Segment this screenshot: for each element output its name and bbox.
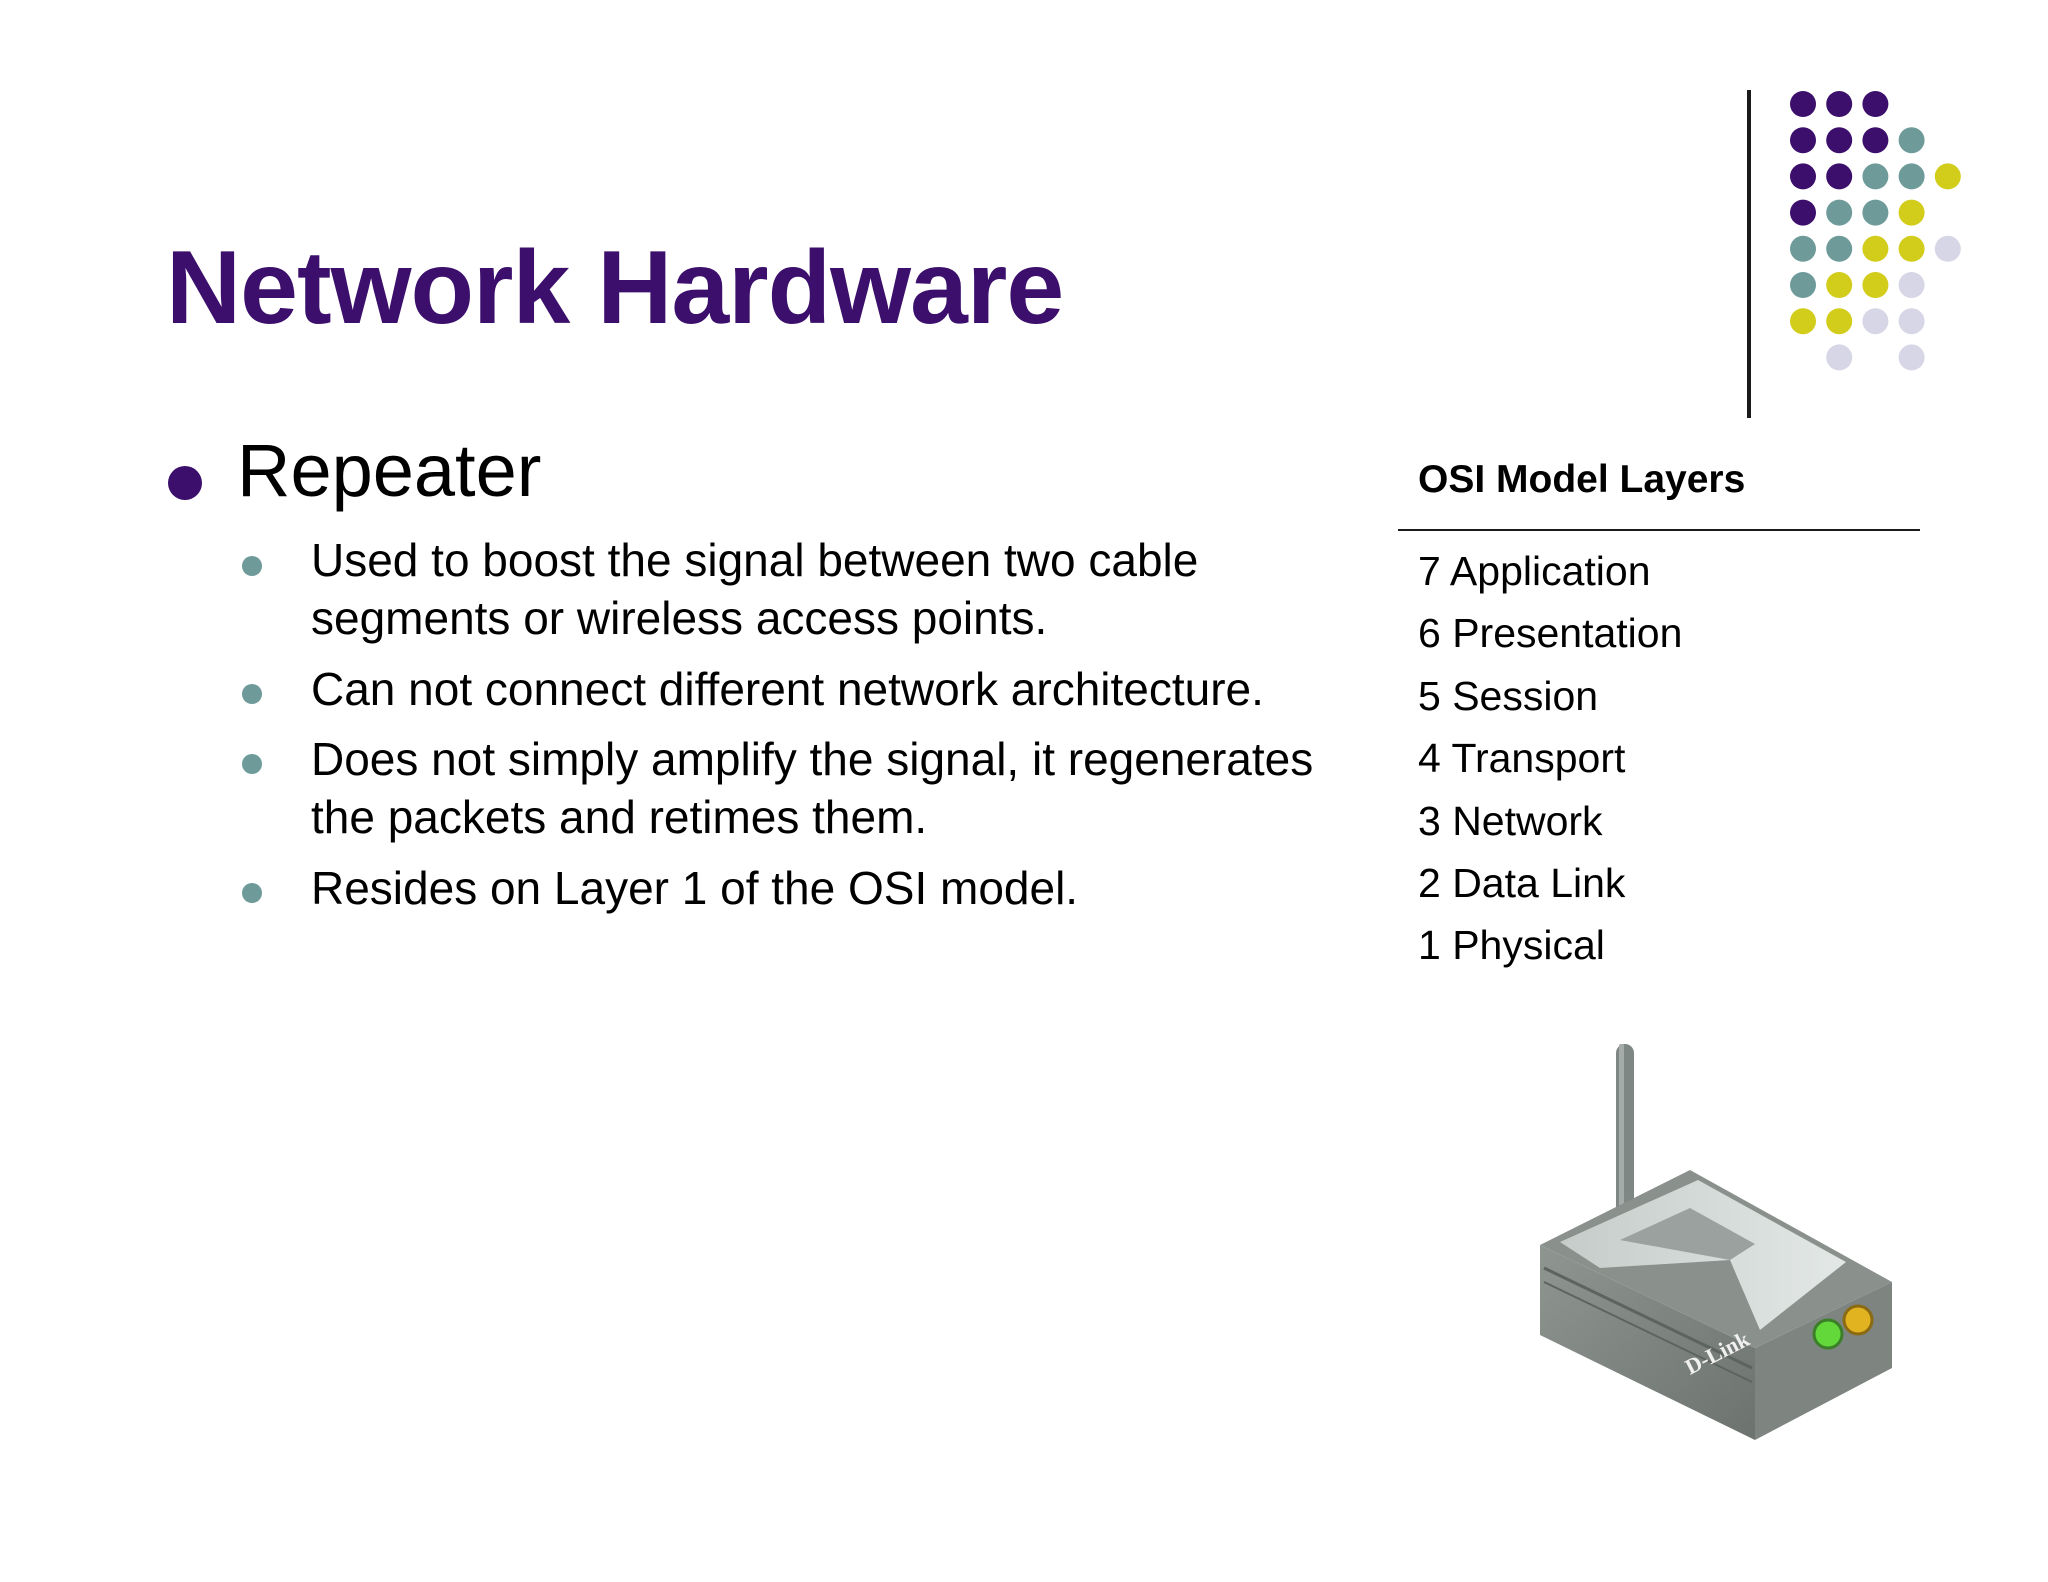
- vertical-divider: [1747, 90, 1751, 418]
- sub-bullet-dot: [242, 556, 262, 576]
- decorative-dot: [1862, 91, 1889, 117]
- osi-layer-item: 7 Application: [1418, 548, 1651, 594]
- sub-bullet-text: Does not simply amplify the signal, it r…: [311, 733, 1314, 843]
- decorative-dot: [1898, 308, 1925, 335]
- decorative-dot: [1934, 163, 1961, 190]
- osi-layer-list: 7 Application 6 Presentation 5 Session 4…: [1418, 540, 1682, 977]
- decorative-dot: [1790, 91, 1816, 117]
- osi-table-rule: [1398, 529, 1920, 531]
- decorative-dot: [1898, 272, 1925, 298]
- slide-title: Network Hardware: [166, 230, 1064, 346]
- decorative-dot: [1826, 235, 1853, 262]
- sub-bullet-dot: [242, 883, 262, 903]
- sub-bullet-text: Can not connect different network archit…: [311, 663, 1264, 715]
- osi-layer-item: 2 Data Link: [1418, 860, 1626, 907]
- osi-layer-item: 1 Physical: [1418, 922, 1605, 969]
- decorative-dot: [1898, 127, 1925, 154]
- decorative-dot: [1790, 272, 1816, 298]
- osi-layer-item: 3 Network: [1418, 797, 1603, 844]
- decorative-dot: [1826, 127, 1853, 154]
- decorative-dot: [1898, 344, 1925, 371]
- osi-layer-item: 5 Session: [1418, 672, 1599, 719]
- osi-table-title: OSI Model Layers: [1418, 458, 1746, 501]
- main-bullet-dot: [168, 466, 202, 500]
- sub-bullet-dot: [242, 754, 262, 774]
- decorative-dot: [1826, 91, 1853, 117]
- decorative-dot: [1862, 272, 1889, 298]
- decorative-dot: [1898, 235, 1925, 262]
- sub-bullet-text: Resides on Layer 1 of the OSI model.: [311, 862, 1079, 914]
- osi-layer-item: 4 Transport: [1418, 735, 1626, 782]
- main-bullet-text: Repeater: [237, 429, 542, 512]
- decorative-dot: [1934, 235, 1961, 262]
- decorative-dot: [1826, 308, 1853, 335]
- decorative-dot: [1898, 163, 1925, 190]
- decorative-dot: [1790, 308, 1816, 335]
- decorative-dot: [1826, 272, 1853, 298]
- decorative-dot: [1826, 199, 1853, 226]
- sub-bullet-dot: [242, 684, 262, 704]
- decorative-dot: [1790, 127, 1816, 154]
- decorative-dot-grid: [1790, 91, 1961, 371]
- decorative-dot: [1790, 235, 1816, 262]
- decorative-dot: [1862, 163, 1889, 190]
- decorative-dot: [1826, 163, 1853, 190]
- decorative-dot: [1862, 308, 1889, 335]
- osi-layer-item: 6 Presentation: [1418, 610, 1683, 657]
- decorative-dot: [1862, 235, 1889, 262]
- decorative-dot: [1862, 127, 1889, 154]
- sub-bullet-text: Used to boost the signal between two cab…: [311, 534, 1199, 644]
- decorative-dot: [1862, 199, 1889, 226]
- wireless-repeater-icon: D-Link: [1540, 1044, 1892, 1440]
- decorative-dot: [1826, 344, 1853, 371]
- decorative-dot: [1790, 163, 1816, 190]
- decorative-dot: [1898, 199, 1925, 226]
- decorative-dot: [1790, 199, 1816, 226]
